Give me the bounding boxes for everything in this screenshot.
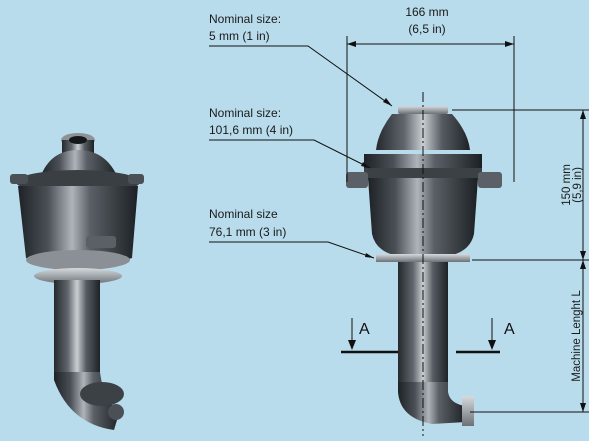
dimension-lines (209, 36, 589, 436)
section-label-left: A (359, 321, 370, 338)
nominal-top-label-1: Nominal size: (209, 12, 281, 26)
pump-drawing (346, 106, 502, 426)
section-arrow-icon (488, 340, 496, 350)
arrowheads (347, 41, 586, 412)
nominal-bot-label-2: 76,1 mm (3 in) (209, 225, 286, 239)
nominal-top-label-2: 5 mm (1 in) (209, 29, 270, 43)
pump-photo (10, 133, 144, 430)
height-in: (5,9 in) (572, 167, 584, 203)
nominal-bot-label-1: Nominal size (209, 207, 278, 221)
height-mm: 150 mm (561, 164, 573, 206)
width-mm: 166 mm (405, 5, 448, 19)
section-label-right: A (504, 321, 515, 338)
section-arrow-icon (348, 340, 356, 350)
nominal-mid-label-1: Nominal size: (209, 106, 281, 120)
machine-length-label: Machine Lenght L (571, 290, 583, 382)
nominal-mid-label-2: 101,6 mm (4 in) (209, 123, 293, 137)
width-in: (6,5 in) (408, 22, 445, 36)
